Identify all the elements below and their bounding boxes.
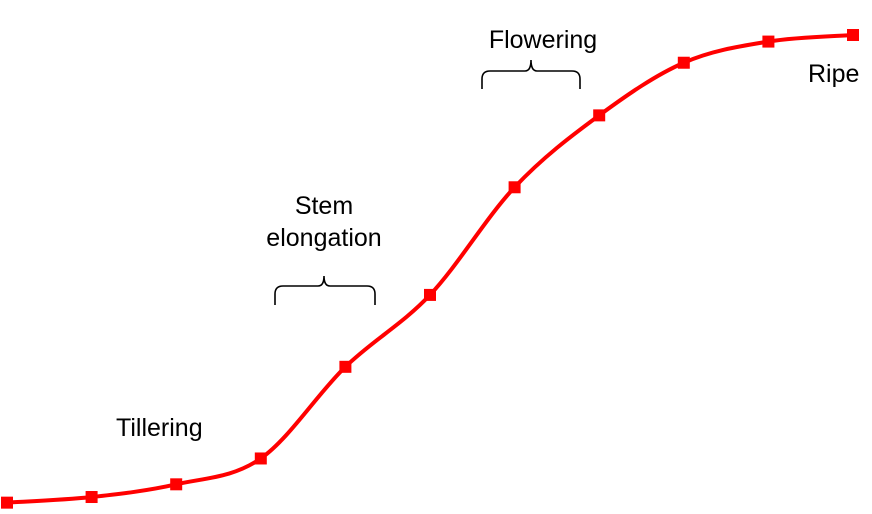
data-point-1	[85, 491, 98, 504]
annotation-tillering: Tillering	[116, 414, 203, 442]
annotation-stem-elongation: Stem elongation	[266, 192, 382, 305]
flowering-brace	[481, 59, 581, 89]
stem-elongation-brace	[274, 275, 376, 305]
data-point-2	[170, 478, 183, 491]
data-point-3	[254, 452, 267, 465]
data-point-4	[339, 360, 352, 373]
annotation-stem-line1: Stem	[295, 192, 353, 220]
annotation-ripe: Ripe	[808, 60, 859, 88]
annotation-flowering-label: Flowering	[489, 26, 597, 54]
data-point-6	[508, 181, 521, 194]
data-point-10	[847, 29, 859, 41]
data-point-7	[593, 109, 606, 122]
data-point-8	[677, 56, 690, 69]
annotation-stem-line2: elongation	[266, 224, 381, 252]
data-point-9	[762, 35, 775, 48]
annotation-flowering: Flowering	[481, 26, 597, 89]
data-point-5	[424, 288, 436, 301]
data-point-0	[1, 496, 13, 509]
data-markers	[1, 29, 859, 509]
